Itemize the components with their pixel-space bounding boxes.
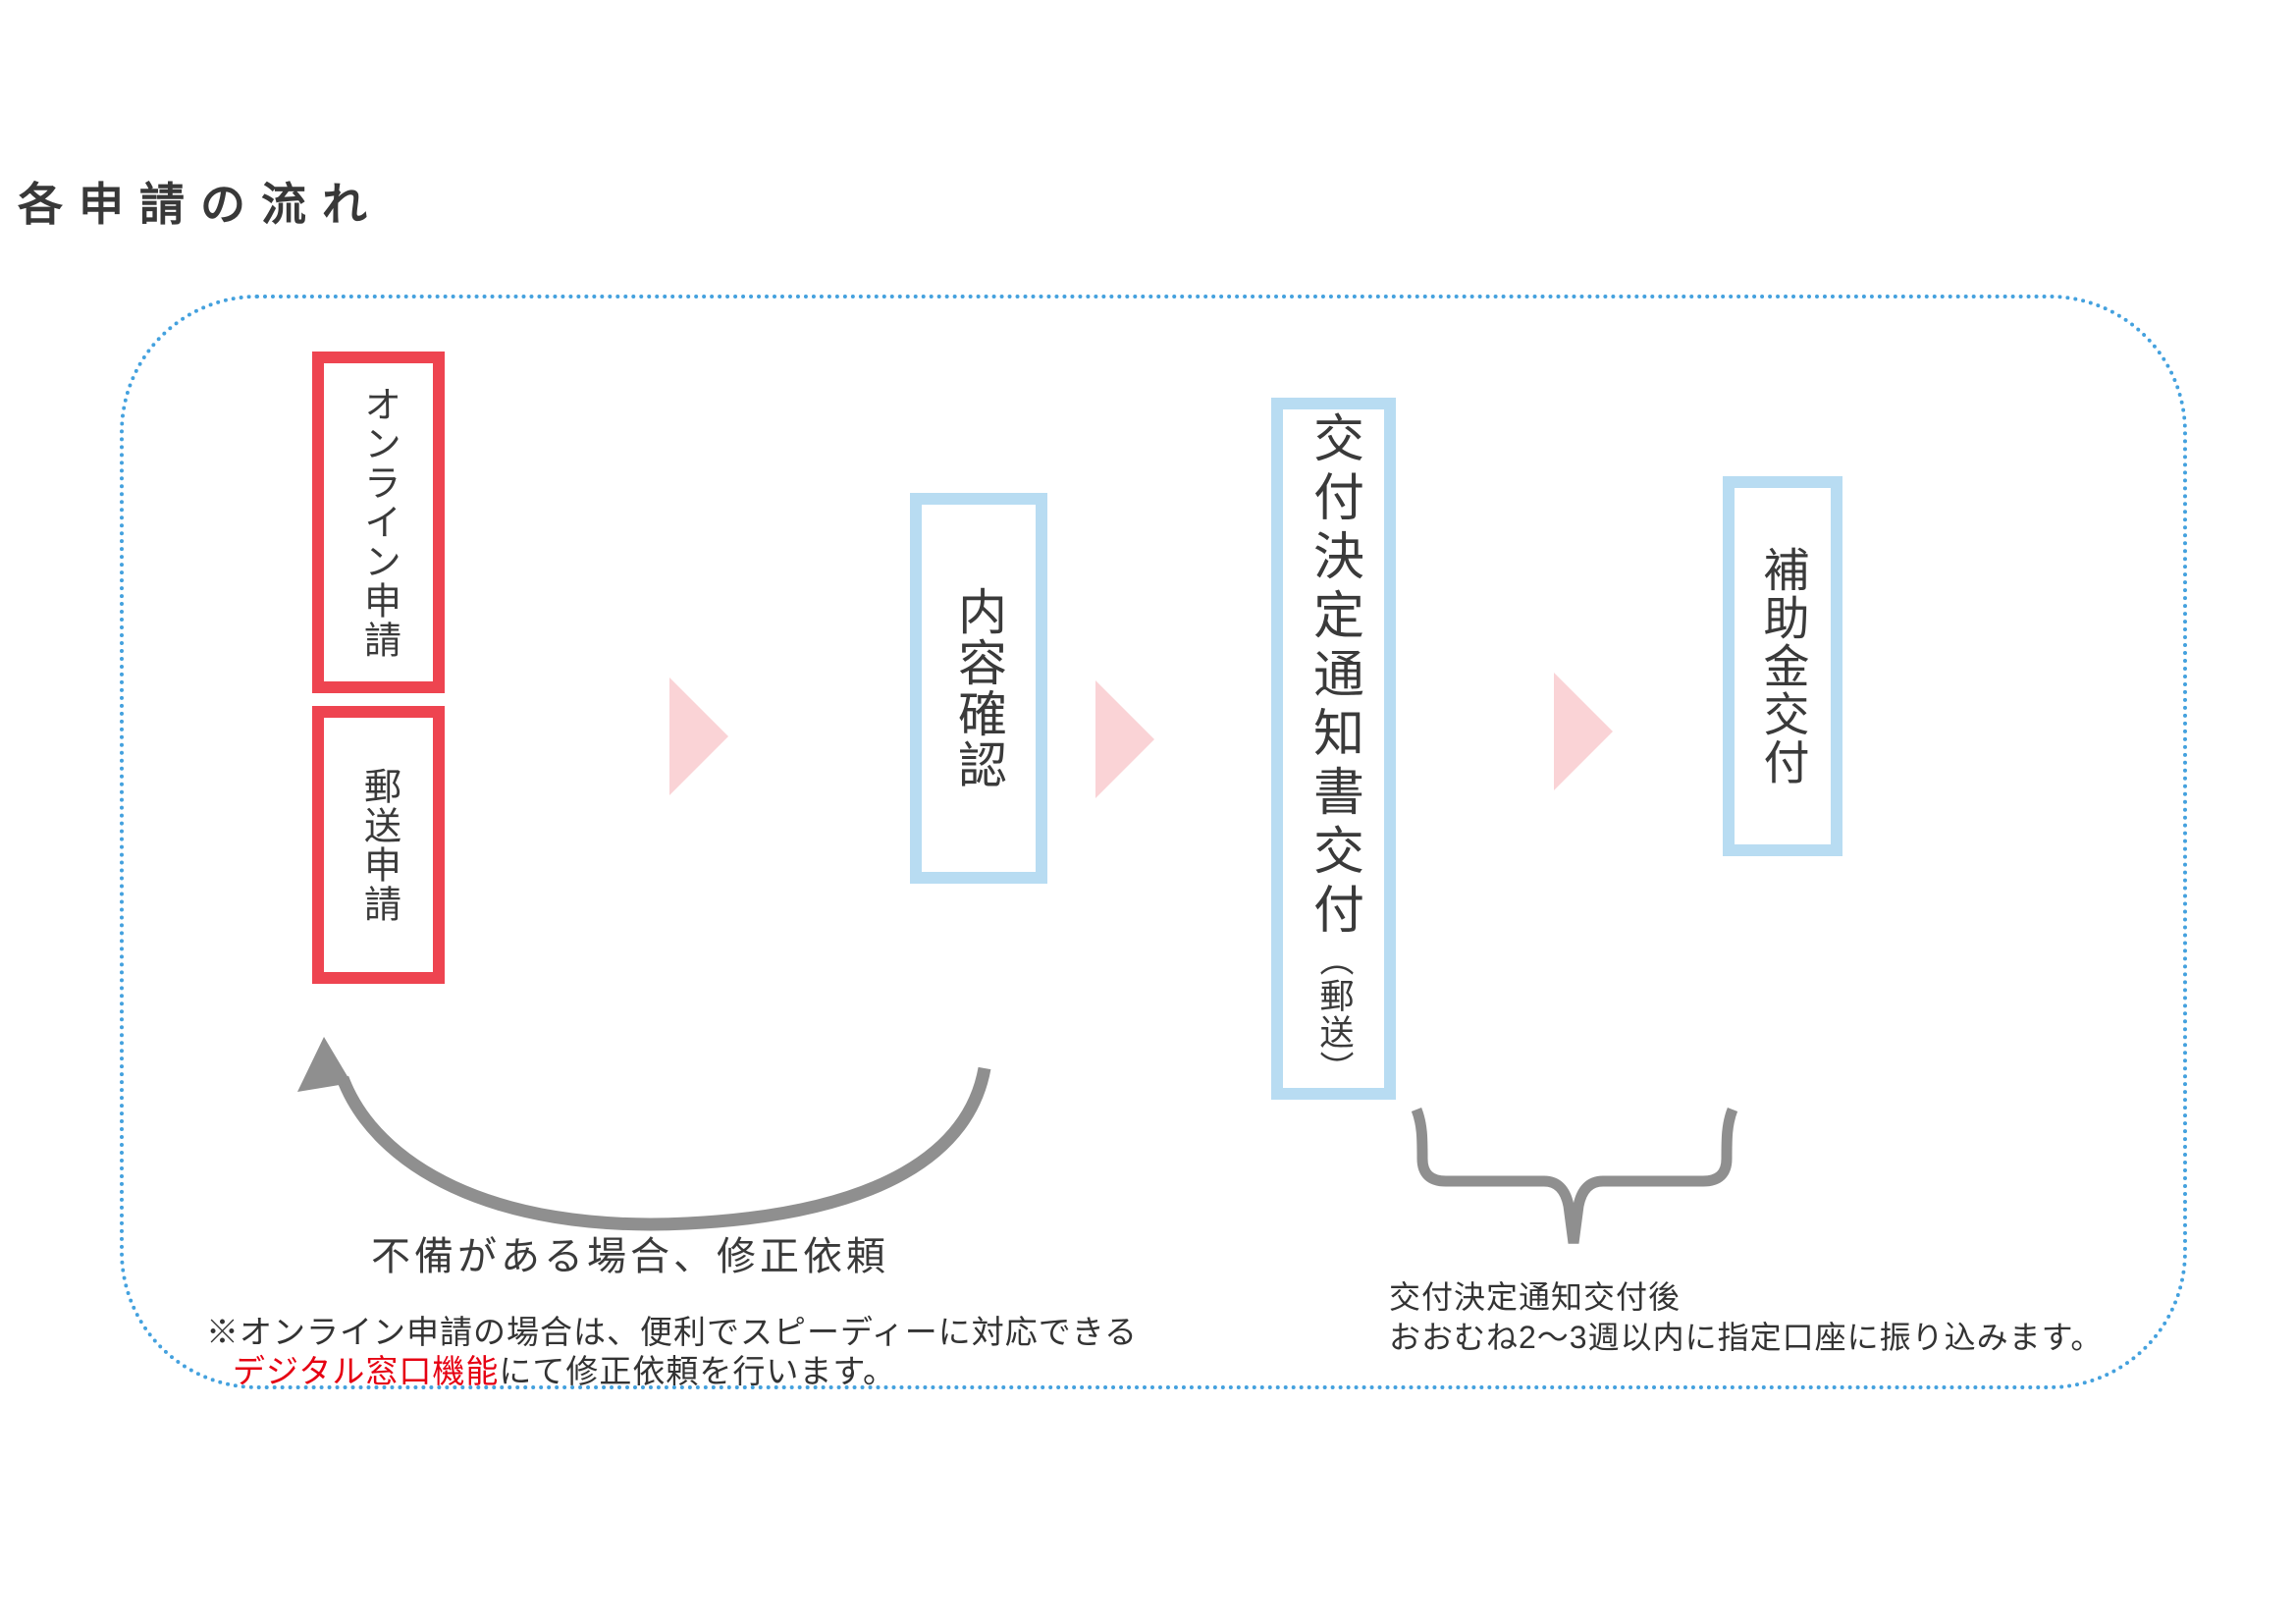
footnote-line2: デジタル窓口機能にて修正依頼を行います。 — [233, 1345, 896, 1392]
online-application-label: オンライン申請 — [357, 385, 400, 660]
footnote-line1: ※オンライン申請の場合は、便利でスピーディーに対応できる — [206, 1314, 1139, 1350]
grant-decision-notice-box: 交付決定通知書交付（郵送） — [1271, 398, 1396, 1100]
online-application-box: オンライン申請 — [312, 352, 445, 693]
footnote-red-text: デジタル窓口機能 — [233, 1353, 500, 1389]
content-check-label: 内容確認 — [951, 586, 1006, 790]
page-title: 各申請の流れ — [18, 179, 383, 230]
content-check-box: 内容確認 — [910, 493, 1047, 884]
footnote-rest-text: にて修正依頼を行います。 — [499, 1353, 897, 1389]
mail-application-label: 郵送申請 — [357, 766, 400, 924]
subsidy-grant-label: 補助金交付 — [1756, 546, 1809, 786]
grant-decision-notice-label-wrap: 交付決定通知書交付（郵送） — [1305, 410, 1362, 1087]
bracket-note-line1: 交付決定通知交付後 — [1389, 1279, 1682, 1315]
subsidy-grant-box: 補助金交付 — [1723, 476, 1842, 856]
loop-note: 不備がある場合、修正依頼 — [371, 1235, 889, 1278]
grant-decision-notice-suffix: （郵送） — [1314, 941, 1354, 1087]
bracket-note-line2: おおむね2～3週以内に指定口座に振り込みます。 — [1389, 1320, 2104, 1355]
mail-application-box: 郵送申請 — [312, 706, 445, 984]
grant-decision-notice-label: 交付決定通知書交付 — [1305, 410, 1362, 942]
